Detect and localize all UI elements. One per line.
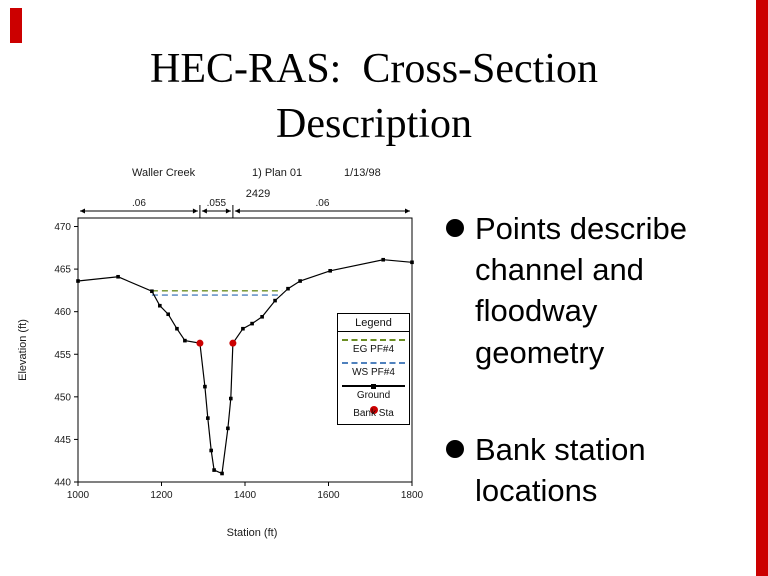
eg-dashed-line-icon [342, 339, 405, 341]
slide-title-line1: HEC-RAS: Cross-Section [149, 46, 598, 92]
svg-text:1000: 1000 [67, 490, 90, 501]
bullet-item-1: Points describe channel and floodway geo… [446, 208, 751, 373]
river-station-label: 2429 [246, 188, 270, 200]
ground-line-icon [342, 385, 405, 387]
legend-entry-eg: EG PF#4 [338, 339, 409, 355]
cross-section-chart: Waller Creek 1) Plan 01 1/13/98 2429 Sta… [14, 160, 438, 552]
svg-text:1600: 1600 [317, 490, 340, 501]
svg-text:450: 450 [54, 392, 71, 403]
svg-text:.06: .06 [315, 198, 329, 209]
chart-header-river: Waller Creek [132, 167, 196, 179]
svg-text:1200: 1200 [150, 490, 173, 501]
svg-text:460: 460 [54, 307, 71, 318]
red-accent-bar-top-left [10, 8, 22, 43]
bullet-icon [446, 219, 464, 237]
red-dot-icon [369, 406, 378, 414]
svg-text:1400: 1400 [234, 490, 257, 501]
svg-text:.055: .055 [207, 198, 227, 209]
cross-section-plot: Waller Creek 1) Plan 01 1/13/98 2429 Sta… [17, 167, 424, 539]
ws-dashed-line-icon [342, 362, 405, 364]
svg-text:455: 455 [54, 350, 71, 361]
bullet-list: Points describe channel and floodway geo… [446, 208, 751, 567]
legend-title: Legend [338, 314, 409, 332]
svg-text:470: 470 [54, 222, 71, 233]
svg-text:1800: 1800 [401, 490, 424, 501]
bullet-icon [446, 439, 464, 458]
red-accent-bar-right [756, 0, 768, 576]
x-axis-label: Station (ft) [227, 527, 278, 539]
slide-title-line2: Description [276, 100, 472, 147]
svg-text:.06: .06 [132, 198, 146, 209]
legend-entry-bank: Bank Sta [353, 406, 394, 419]
svg-text:465: 465 [54, 265, 71, 276]
legend-entry-ground: Ground [338, 385, 409, 401]
bullet-text-1: Points describe channel and floodway geo… [475, 211, 687, 370]
bullet-text-2: Bank station locations [475, 431, 646, 509]
svg-text:440: 440 [54, 478, 71, 489]
chart-header-plan: 1) Plan 01 [252, 167, 302, 179]
y-axis-label: Elevation (ft) [17, 319, 29, 381]
svg-text:445: 445 [54, 435, 71, 446]
chart-header-date: 1/13/98 [344, 167, 381, 179]
bullet-item-2: Bank station locations [446, 429, 751, 511]
legend-entry-ws: WS PF#4 [338, 362, 409, 378]
chart-legend: Legend EG PF#4 WS PF#4 Ground Bank Sta [337, 313, 410, 425]
